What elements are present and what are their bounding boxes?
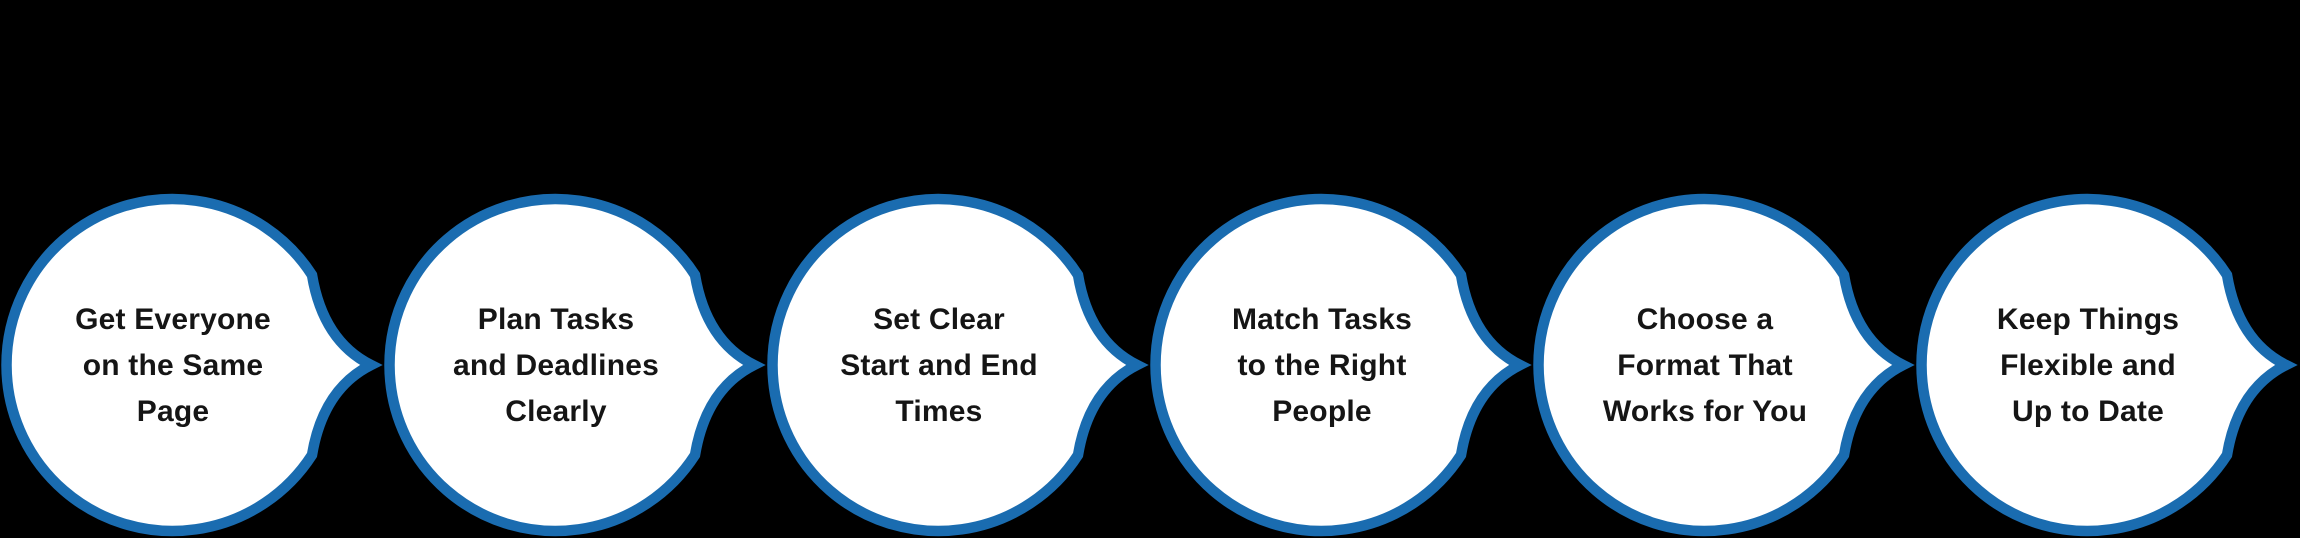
step-label-line: Works for You bbox=[1602, 394, 1808, 428]
step-label-line: People bbox=[1272, 394, 1372, 428]
step-label: Match Tasks to the Right People bbox=[1150, 193, 1494, 538]
speech-bubble-shape bbox=[767, 193, 1149, 537]
step-label-line: Choose a bbox=[1636, 302, 1774, 336]
step-label-line: Format That bbox=[1617, 348, 1793, 382]
step-label-line: Up to Date bbox=[2012, 394, 2164, 428]
step-label-line: Page bbox=[136, 394, 210, 428]
step-label-line: Set Clear bbox=[873, 302, 1005, 336]
step-bubble-2: Plan Tasks and Deadlines Clearly bbox=[384, 193, 767, 538]
step-label-line: Match Tasks bbox=[1231, 302, 1413, 336]
step-label-line: Get Everyone bbox=[75, 302, 271, 336]
step-label: Set Clear Start and End Times bbox=[767, 193, 1111, 538]
speech-bubble-shape bbox=[1150, 193, 1532, 537]
step-label-line: Flexible and bbox=[2000, 348, 2176, 382]
step-bubble-3: Set Clear Start and End Times bbox=[767, 193, 1150, 538]
step-bubble-5: Choose a Format That Works for You bbox=[1533, 193, 1916, 538]
step-label-line: on the Same bbox=[82, 348, 264, 382]
step-bubble-1: Get Everyone on the Same Page bbox=[1, 193, 384, 538]
step-label-line: Plan Tasks bbox=[477, 302, 635, 336]
step-label: Keep Things Flexible and Up to Date bbox=[1916, 193, 2260, 538]
step-label: Choose a Format That Works for You bbox=[1533, 193, 1877, 538]
speech-bubble-shape bbox=[1, 193, 383, 537]
step-label-line: Start and End bbox=[840, 348, 1038, 382]
speech-bubble-shape bbox=[1533, 193, 1915, 537]
step-label-line: Times bbox=[895, 394, 983, 428]
step-label-line: to the Right bbox=[1237, 348, 1407, 382]
step-bubble-4: Match Tasks to the Right People bbox=[1150, 193, 1533, 538]
step-label: Get Everyone on the Same Page bbox=[1, 193, 345, 538]
step-label-line: Keep Things bbox=[1996, 302, 2180, 336]
bubble-row: Get Everyone on the Same Page Plan Tasks… bbox=[1, 193, 2299, 538]
speech-bubble-shape bbox=[1916, 193, 2298, 537]
step-label: Plan Tasks and Deadlines Clearly bbox=[384, 193, 728, 538]
step-bubble-6: Keep Things Flexible and Up to Date bbox=[1916, 193, 2299, 538]
speech-bubble-shape bbox=[384, 193, 766, 537]
step-label-line: Clearly bbox=[505, 394, 607, 428]
step-label-line: and Deadlines bbox=[453, 348, 659, 382]
